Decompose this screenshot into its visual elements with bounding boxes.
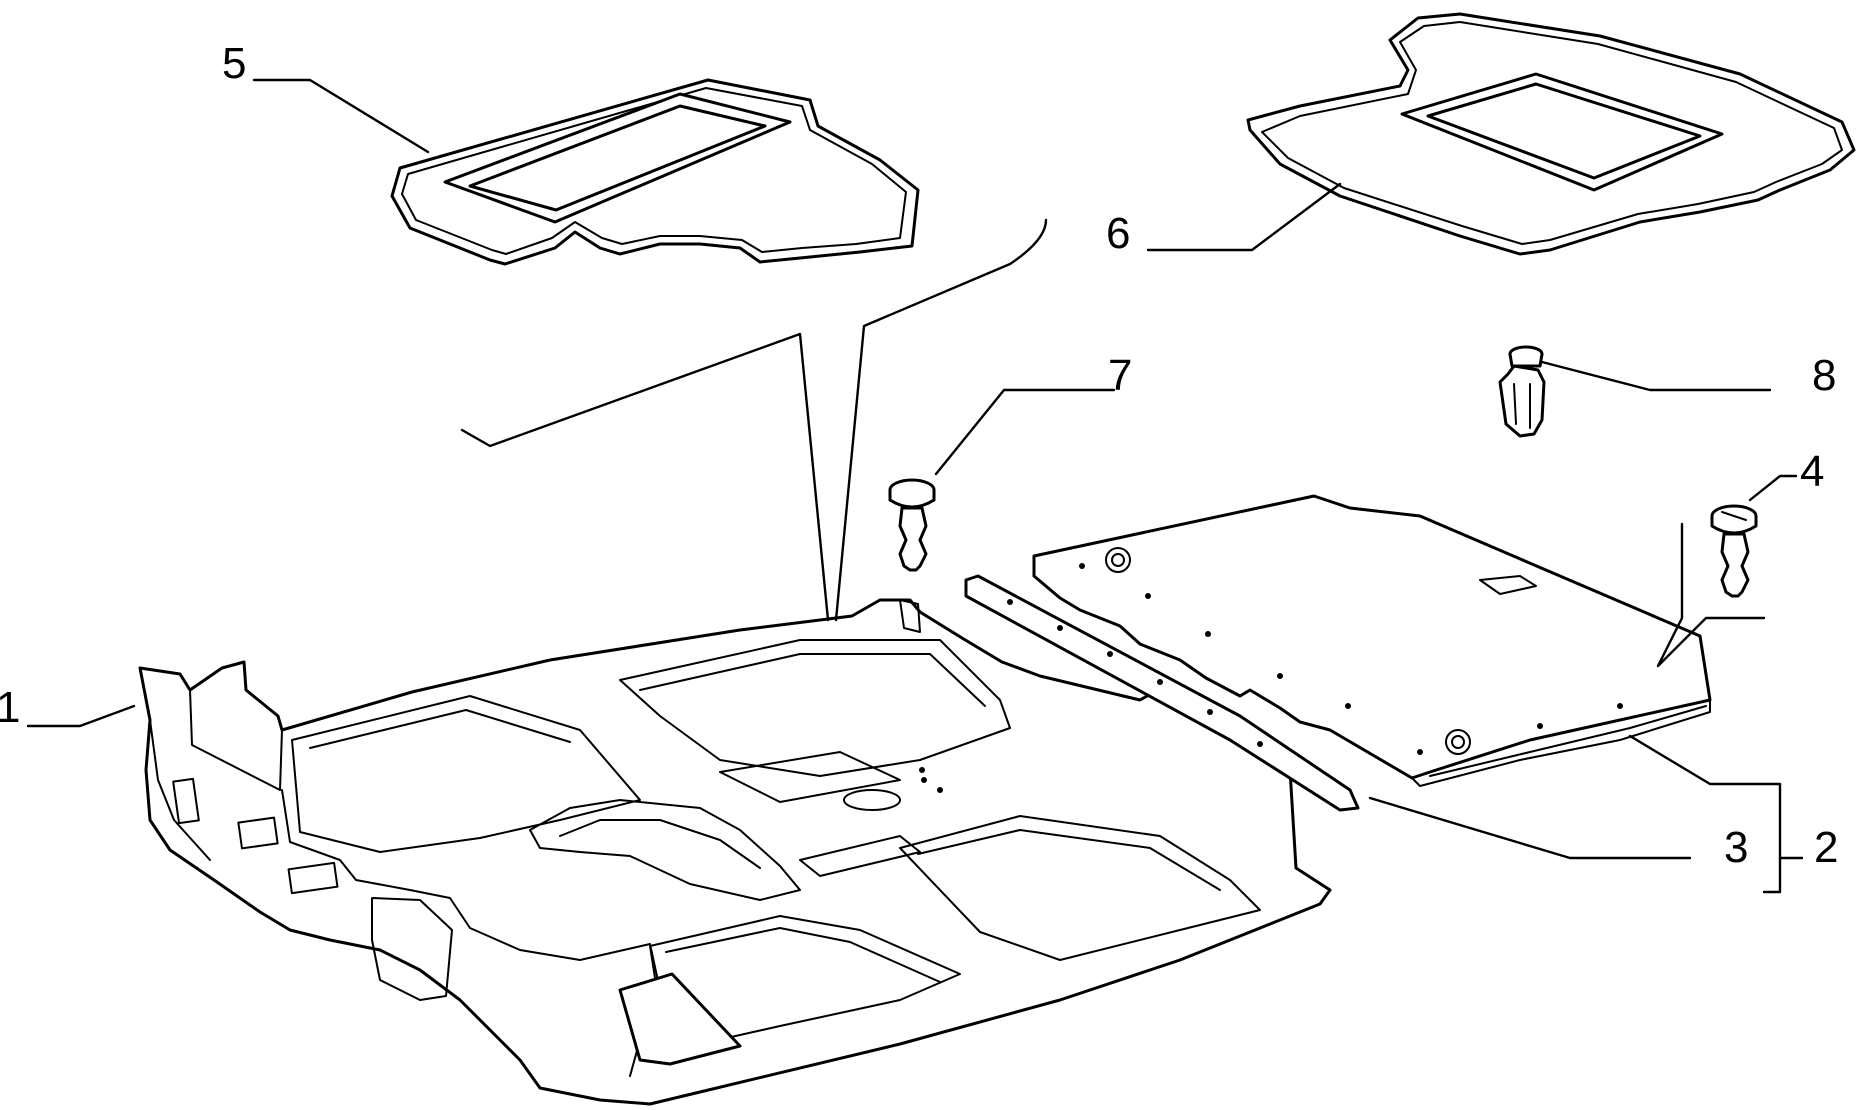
leader-8: [1540, 360, 1772, 392]
leader-mat-6-pointer: [460, 332, 830, 622]
part-labels: 5 6 7 8 4 1 3 2: [0, 39, 1838, 872]
leader-2-upper: [1628, 734, 1782, 894]
leader-6: [1146, 182, 1342, 252]
floor-carpet-main: [138, 598, 1332, 1106]
push-clip-4: [1710, 504, 1758, 598]
push-clip-7: [888, 478, 936, 572]
rear-floor-panel: [1032, 494, 1712, 787]
leader-7: [934, 388, 1116, 476]
leader-panel-pointer: [1656, 522, 1766, 668]
leader-mat-5-pointer: [834, 218, 1048, 622]
leader-1: [26, 704, 136, 728]
leader-3: [1368, 796, 1692, 860]
label-part-4: 4: [1800, 447, 1824, 496]
label-part-6: 6: [1106, 209, 1130, 258]
label-part-2: 2: [1814, 823, 1838, 872]
sill-strip: [964, 574, 1360, 812]
label-part-1: 1: [0, 683, 20, 732]
leader-5: [252, 78, 430, 154]
label-part-7: 7: [1108, 351, 1132, 400]
floor-mat-front-left: [390, 78, 920, 266]
expansion-nut-8: [1498, 345, 1546, 438]
label-part-3: 3: [1724, 823, 1748, 872]
label-part-8: 8: [1812, 351, 1836, 400]
leader-4: [1748, 474, 1798, 502]
leader-lines: [26, 78, 1804, 894]
label-part-5: 5: [222, 39, 246, 88]
floor-mat-front-right: [1246, 12, 1856, 256]
